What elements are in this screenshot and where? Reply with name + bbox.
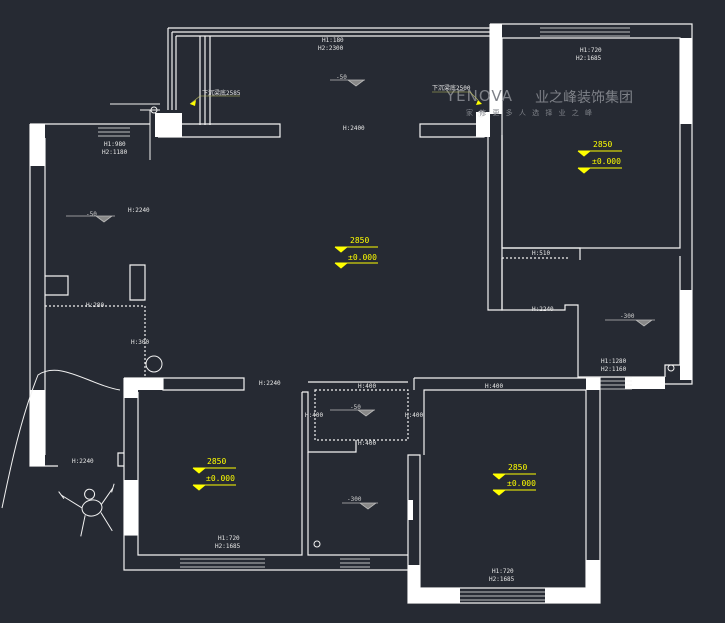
tr-window-h2: H2:1685 bbox=[576, 55, 602, 62]
note-right: 下沉梁底2500 bbox=[432, 84, 471, 92]
top-window-h2: H2:2300 bbox=[318, 45, 344, 52]
watermark-slogan: 家 修 更 多 人 选 择 业 之 峰 bbox=[466, 108, 594, 117]
watermark-brand-en: YENOVA bbox=[445, 87, 513, 105]
bl-floor-level: ±0.000 bbox=[206, 474, 235, 483]
tr-ceiling-level: 2850 bbox=[593, 140, 612, 149]
person-figure bbox=[58, 483, 115, 537]
outside-left-height: H:2240 bbox=[72, 458, 94, 465]
windows bbox=[98, 23, 632, 601]
left-room-height: H:2240 bbox=[128, 207, 150, 214]
left-opening-height: H:300 bbox=[131, 339, 149, 346]
top-window-h1: H1:180 bbox=[322, 37, 344, 44]
main-floor-level: ±0.000 bbox=[348, 253, 377, 262]
bath-right-height: H:400 bbox=[405, 412, 423, 419]
left-room-lower-height: H:280 bbox=[86, 302, 104, 309]
right-mid-beam: H:510 bbox=[532, 250, 550, 257]
bl-window-h1: H1:720 bbox=[218, 535, 240, 542]
tr-window-h1: H1:720 bbox=[580, 47, 602, 54]
bl-ceiling-level: 2850 bbox=[207, 457, 226, 466]
bl-window-h2: H2:1685 bbox=[215, 543, 241, 550]
note-left: 下沉梁底2585 bbox=[202, 89, 241, 97]
level-markers: 2850 ±0.000 2850 ±0.000 2850 ±0.000 2850… bbox=[192, 140, 622, 496]
watermark-brand-cn: 业之峰装饰集团 bbox=[535, 89, 633, 106]
drop-small: -300 bbox=[347, 496, 362, 503]
drop-bath: -50 bbox=[350, 404, 361, 411]
br-ceiling-level: 2850 bbox=[508, 463, 527, 472]
right-lower-top-height: H:400 bbox=[485, 383, 503, 390]
drop-right: -300 bbox=[620, 313, 635, 320]
br-window-h2: H2:1685 bbox=[489, 576, 515, 583]
watermark: YENOVA 业之峰装饰集团 家 修 更 多 人 选 择 业 之 峰 bbox=[445, 87, 633, 117]
bath-bottom-height: H:400 bbox=[358, 440, 376, 447]
height-labels: H1:180 H2:2300 H1:720 H2:1685 H1:980 H2:… bbox=[72, 37, 627, 583]
center-left-height: H:2240 bbox=[259, 380, 281, 387]
notes: 下沉梁底2585 下沉梁底2500 bbox=[189, 84, 482, 106]
br-window-h1: H1:720 bbox=[492, 568, 514, 575]
main-ceiling-level: 2850 bbox=[350, 236, 369, 245]
right-lower-window-h2: H2:1160 bbox=[601, 366, 627, 373]
bath-top-height: H:400 bbox=[358, 383, 376, 390]
left-window-h2: H2:1180 bbox=[102, 149, 128, 156]
br-floor-level: ±0.000 bbox=[507, 479, 536, 488]
left-window-h1: H1:980 bbox=[104, 141, 126, 148]
right-lower-window-h1: H1:1280 bbox=[601, 358, 627, 365]
tr-floor-level: ±0.000 bbox=[592, 157, 621, 166]
right-mid-height: H:2240 bbox=[532, 306, 554, 313]
bath-left-height: H:400 bbox=[305, 412, 323, 419]
door-arc bbox=[1, 103, 675, 548]
drop-left: -50 bbox=[86, 211, 97, 218]
drop-top: -50 bbox=[336, 74, 347, 81]
wall-fills bbox=[30, 24, 692, 603]
corridor-height: H:2400 bbox=[343, 125, 365, 132]
drop-markers: -50 -50 -50 -300 -300 bbox=[66, 74, 655, 510]
